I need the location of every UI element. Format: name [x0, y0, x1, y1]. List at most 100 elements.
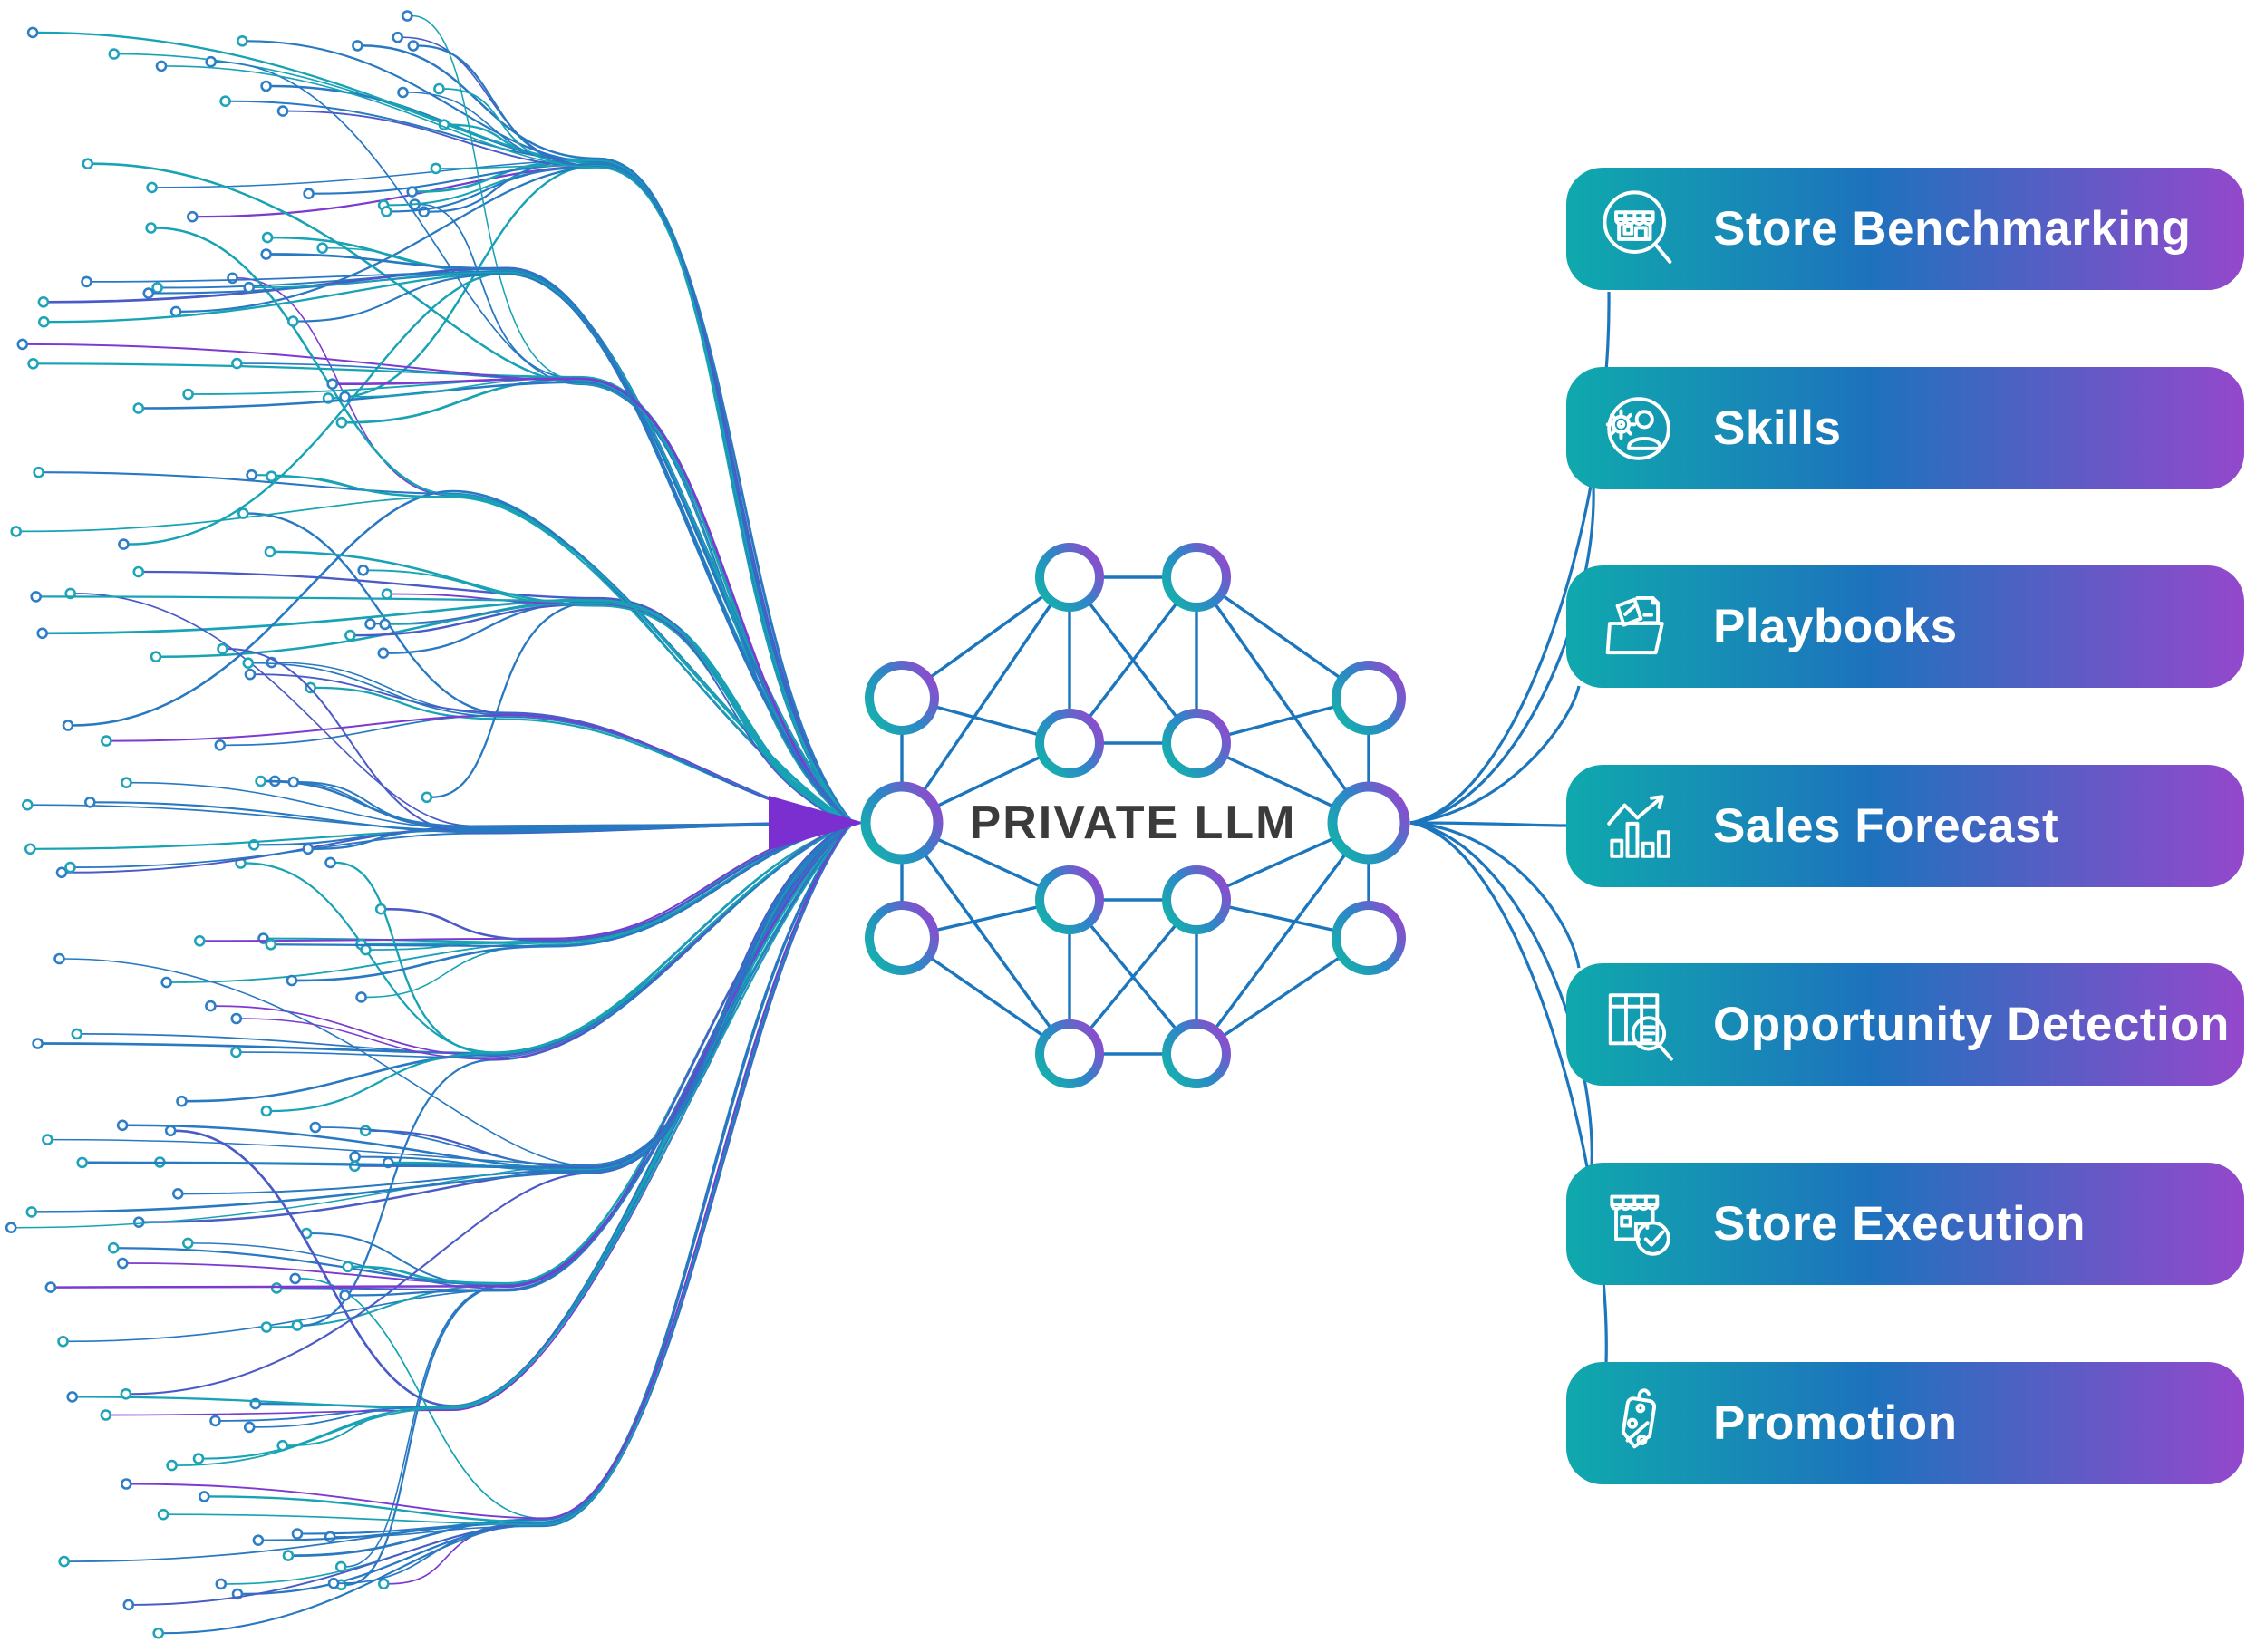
input-stream-line: [247, 512, 854, 823]
input-stream-line: [223, 714, 853, 825]
input-stream-line: [366, 569, 853, 824]
input-endpoint-ring: [430, 162, 442, 175]
input-stream-line: [275, 475, 853, 825]
input-endpoint-ring: [32, 1038, 44, 1049]
input-stream-line: [252, 271, 853, 823]
input-endpoint-ring: [217, 642, 228, 655]
input-endpoint-ring: [286, 974, 298, 987]
network-node: [1035, 543, 1104, 612]
input-endpoint-ring: [230, 1012, 243, 1025]
discount-tag-icon: [1593, 1378, 1684, 1469]
input-endpoint-ring: [349, 1151, 361, 1163]
input-endpoint-ring: [42, 1134, 53, 1145]
connector-line: [1409, 487, 1595, 825]
input-endpoint-ring: [401, 10, 413, 22]
network-node: [865, 661, 939, 735]
input-endpoint-ring: [66, 1391, 78, 1403]
input-stream-line: [117, 53, 853, 824]
input-endpoint-ring: [30, 591, 43, 603]
input-endpoint-ring: [172, 1188, 184, 1200]
network-node: [1162, 865, 1231, 934]
network-edge: [900, 822, 1071, 1055]
input-endpoint-ring: [21, 798, 34, 811]
folder-documents-icon: [1593, 582, 1684, 672]
input-endpoint-ring: [327, 1577, 340, 1589]
data-sources-fan: [5, 10, 854, 1639]
pill-label: Store Execution: [1713, 1197, 2086, 1251]
input-endpoint-ring: [309, 1121, 322, 1134]
input-stream-line: [201, 820, 854, 1460]
input-endpoint-ring: [146, 181, 158, 194]
input-endpoint-ring: [243, 1421, 256, 1434]
network-edge: [1195, 821, 1370, 1056]
connector-line: [1409, 685, 1581, 825]
input-endpoint-ring: [152, 1627, 164, 1639]
input-stream-line: [319, 821, 853, 1168]
input-stream-line: [391, 821, 854, 1171]
input-endpoint-ring: [205, 55, 217, 68]
pill-sales-forecast[interactable]: Sales Forecast: [1566, 765, 2244, 887]
pill-store-execution[interactable]: Store Execution: [1566, 1163, 2244, 1285]
input-endpoint-ring: [357, 564, 370, 576]
pill-opportunity-detection[interactable]: Opportunity Detection: [1566, 963, 2244, 1086]
input-endpoint-ring: [302, 843, 315, 855]
input-endpoint-ring: [291, 1319, 304, 1331]
input-endpoint-ring: [374, 903, 387, 915]
bar-chart-trend-icon: [1593, 781, 1684, 872]
input-endpoint-ring: [117, 1257, 129, 1270]
input-stream-line: [255, 474, 854, 826]
input-endpoint-ring: [266, 470, 277, 483]
input-stream-line: [383, 823, 854, 942]
input-endpoint-ring: [243, 281, 256, 294]
input-stream-line: [154, 227, 854, 825]
network-node: [1035, 709, 1104, 778]
input-endpoint-ring: [24, 843, 36, 855]
input-stream-line: [439, 164, 853, 825]
input-endpoint-ring: [160, 976, 172, 989]
connector-line: [1409, 821, 1569, 827]
input-endpoint-ring: [260, 1321, 273, 1333]
input-endpoint-ring: [107, 1241, 120, 1254]
input-endpoint-ring: [71, 1028, 83, 1040]
input-stream-line: [296, 273, 854, 825]
input-stream-line: [93, 801, 854, 834]
input-endpoint-ring: [157, 1508, 169, 1521]
pill-playbooks[interactable]: Playbooks: [1566, 565, 2244, 688]
connector-line: [1409, 821, 1593, 1168]
input-endpoint-ring: [62, 720, 74, 731]
input-endpoint-ring: [10, 526, 23, 537]
input-endpoint-ring: [82, 158, 94, 169]
input-stream-line: [369, 820, 854, 1169]
input-stream-line: [129, 820, 854, 1396]
input-endpoint-ring: [55, 866, 68, 879]
input-endpoint-ring: [342, 1261, 354, 1273]
network-node: [1162, 543, 1231, 612]
input-stream-line: [310, 820, 854, 1289]
network-node: [860, 781, 944, 865]
input-endpoint-ring: [120, 1388, 132, 1400]
input-stream-line: [127, 271, 854, 826]
input-endpoint-ring: [227, 272, 238, 285]
pill-store-benchmarking[interactable]: Store Benchmarking: [1566, 168, 2244, 290]
store-magnifier-icon: [1593, 184, 1684, 275]
input-endpoint-ring: [166, 1459, 178, 1472]
input-endpoint-ring: [377, 647, 390, 660]
pill-label: Sales Forecast: [1713, 799, 2059, 853]
input-endpoint-ring: [379, 618, 392, 631]
input-endpoint-ring: [182, 388, 194, 401]
input-endpoint-ring: [150, 651, 162, 663]
input-endpoint-ring: [16, 338, 29, 351]
person-gear-icon: [1593, 383, 1684, 474]
input-endpoint-ring: [421, 791, 433, 804]
input-stream-line: [141, 570, 854, 825]
pill-label: Promotion: [1713, 1396, 1958, 1450]
input-endpoint-ring: [287, 776, 300, 788]
pill-skills[interactable]: Skills: [1566, 367, 2244, 489]
pill-promotion[interactable]: Promotion: [1566, 1362, 2244, 1484]
input-endpoint-ring: [352, 40, 363, 52]
input-endpoint-ring: [359, 1125, 372, 1137]
input-endpoint-ring: [246, 469, 257, 481]
input-stream-line: [416, 44, 854, 824]
network-node: [865, 901, 939, 975]
network-node: [1162, 709, 1231, 778]
